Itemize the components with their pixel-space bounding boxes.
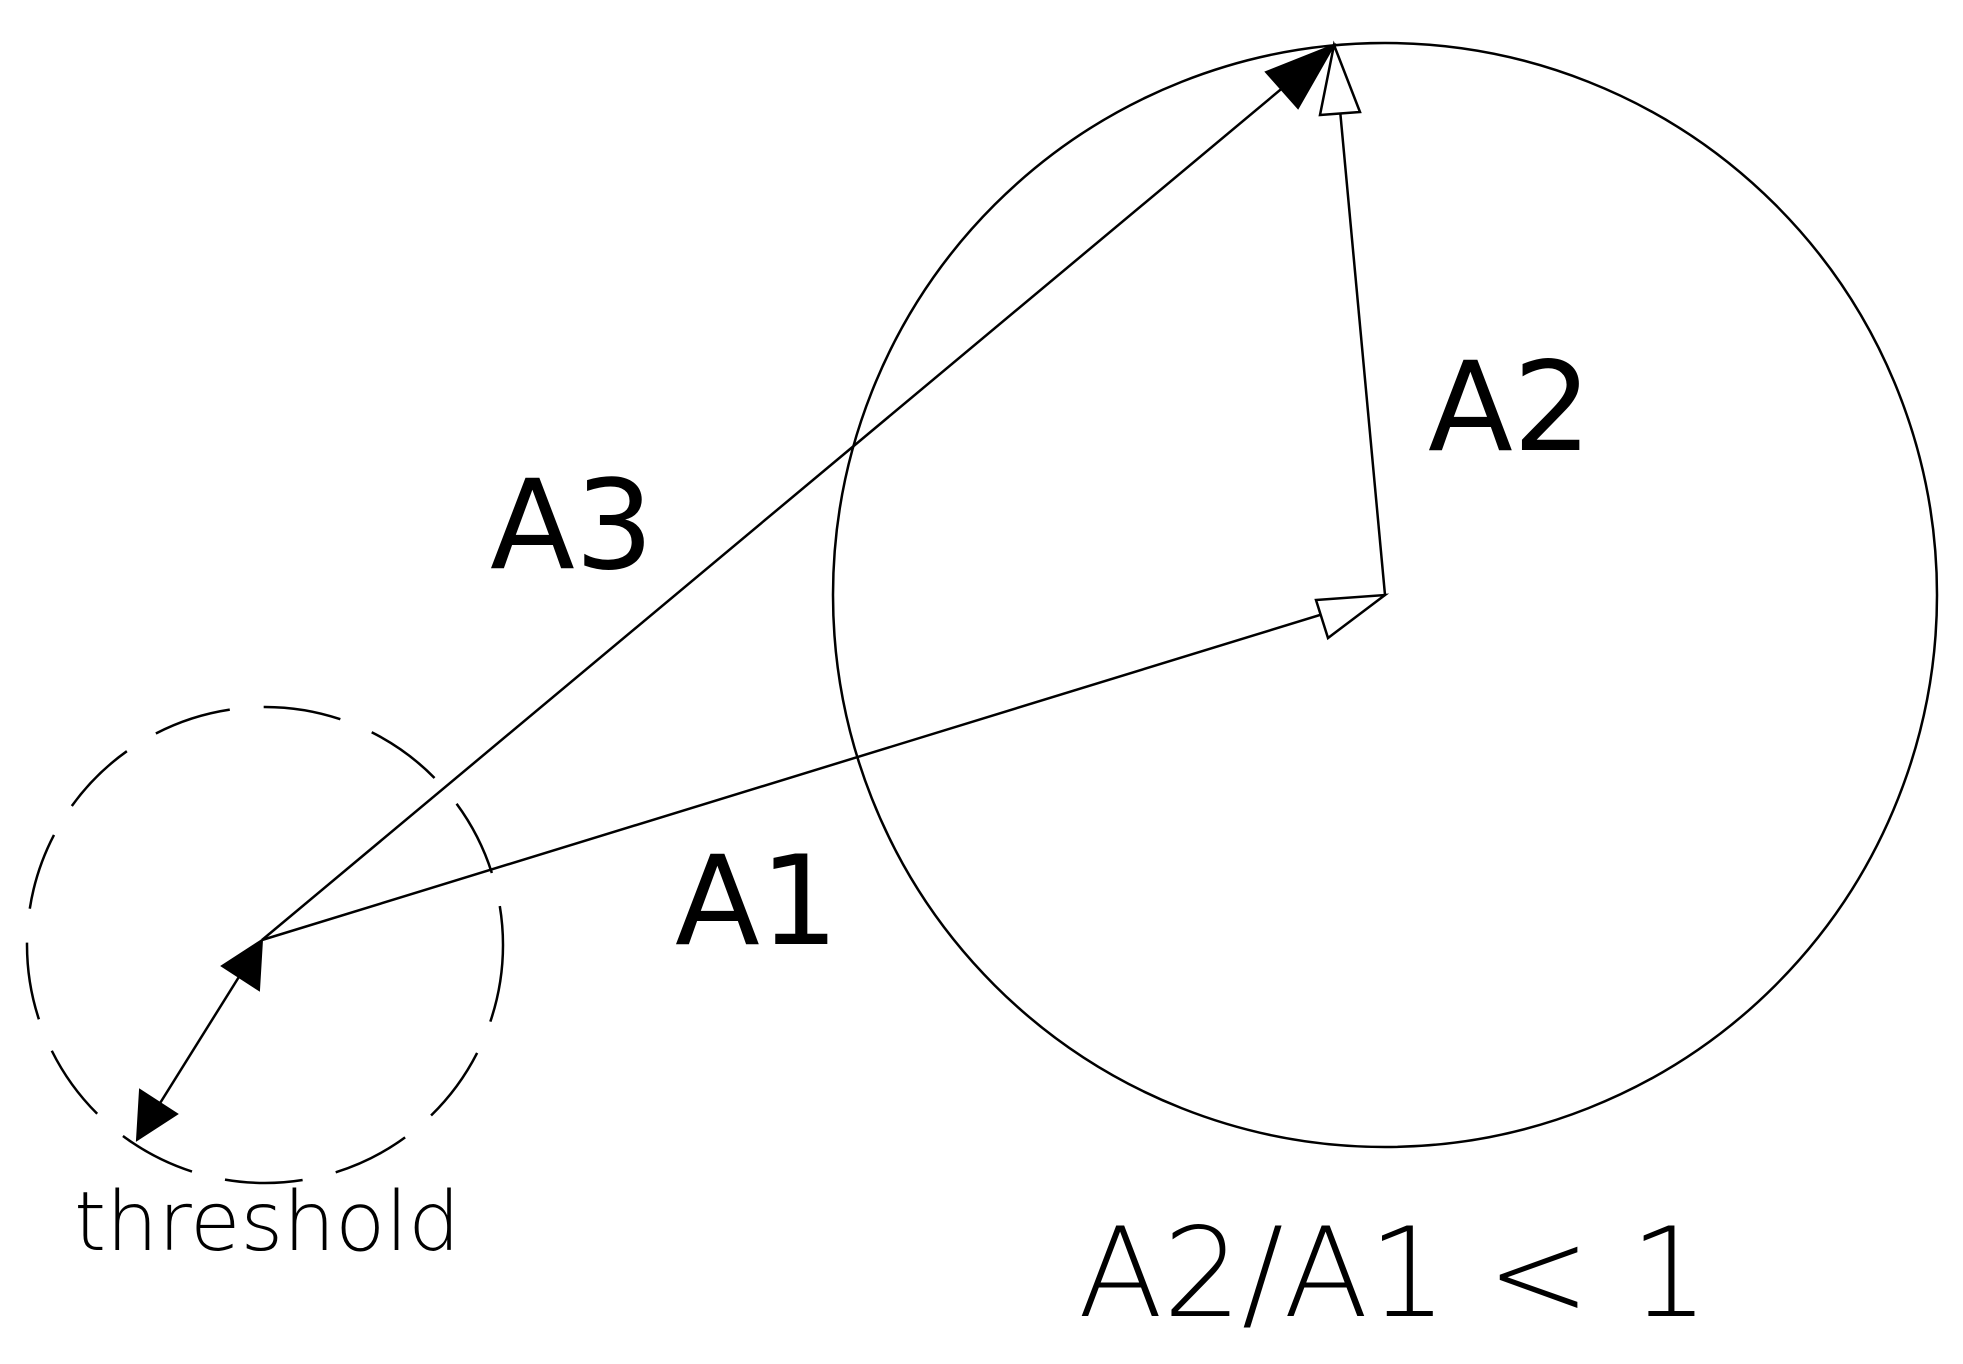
a1-arrowhead [1314,593,1390,641]
a3-label: A3 [490,454,654,598]
large-circle [831,41,1939,1149]
a1-label: A1 [675,830,839,974]
a2-label: A2 [1428,336,1592,480]
a1-vector [261,593,1386,942]
a2-vector [1332,44,1387,596]
a3-vector [261,44,1335,941]
threshold-arrowhead-upper [220,938,264,992]
threshold-arrowhead-lower [135,1088,179,1142]
threshold-label: threshold [74,1175,460,1270]
threshold-circle [25,705,505,1185]
a3-arrowhead [1264,43,1337,110]
a2-arrowhead [1318,40,1362,117]
condition-label: A2/A1 < 1 [1078,1202,1709,1346]
